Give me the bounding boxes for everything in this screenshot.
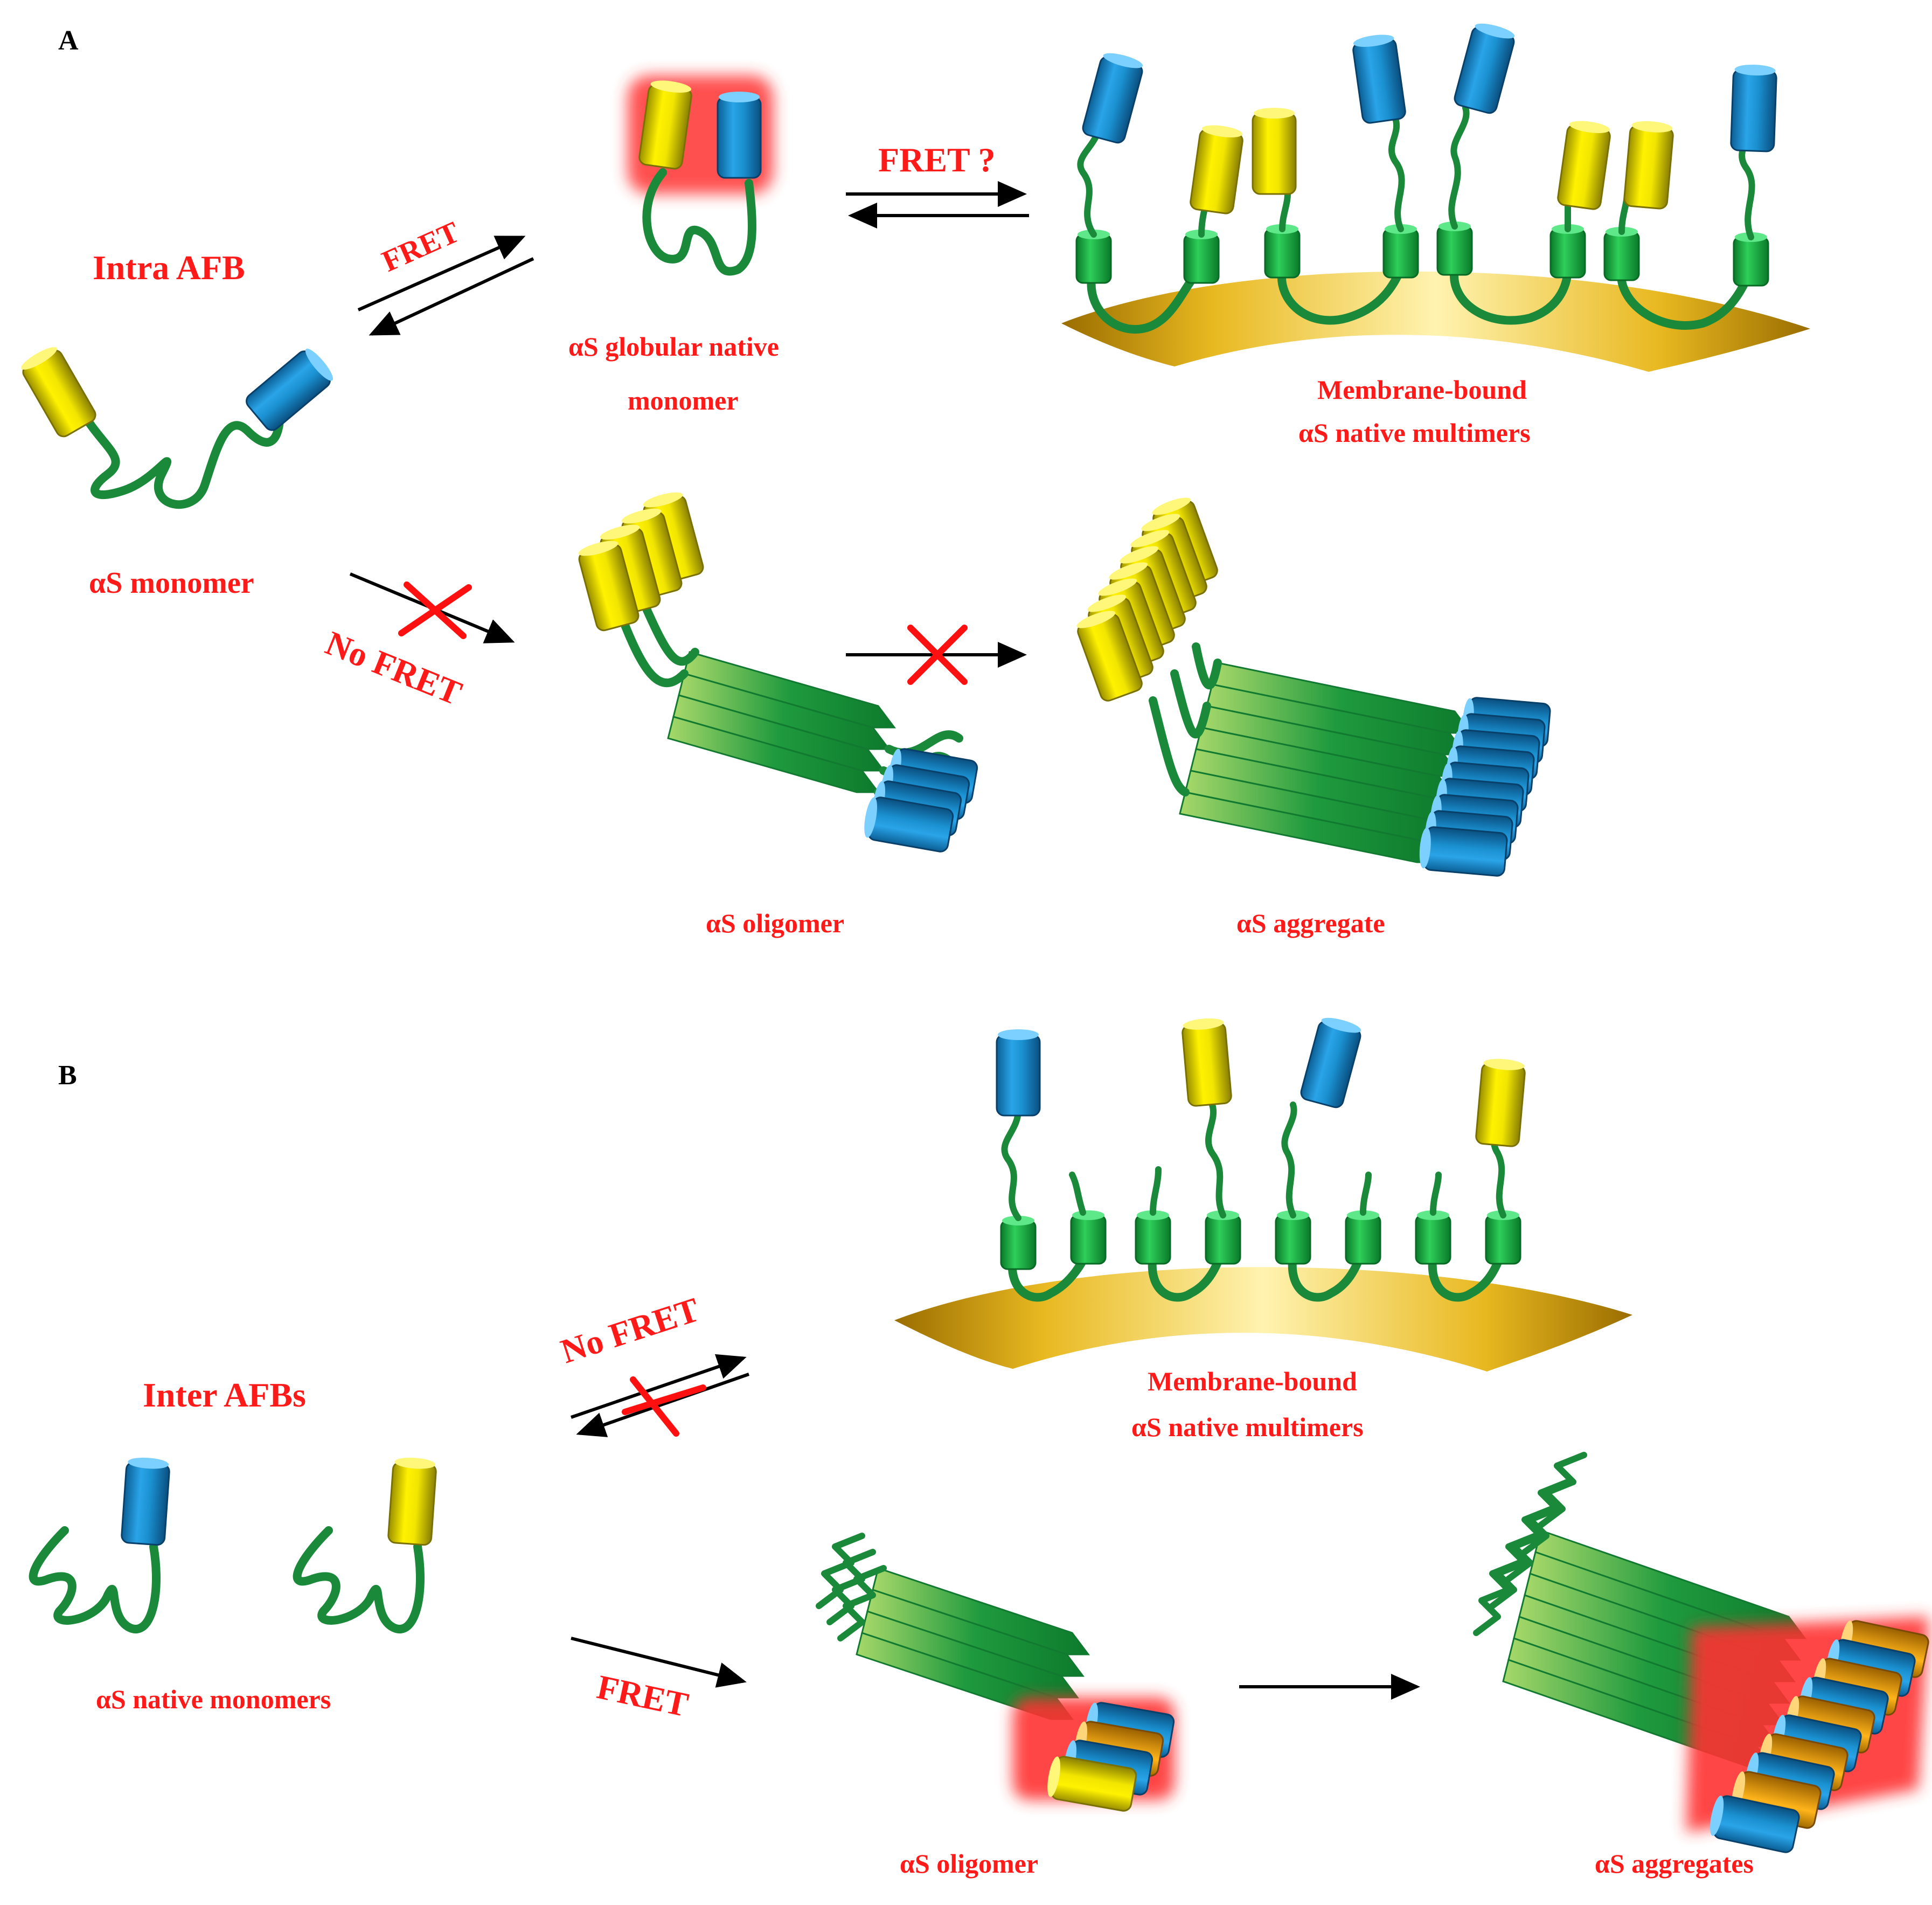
cross-icon <box>907 625 968 685</box>
membrane-b-label-2: αS native multimers <box>1131 1412 1364 1442</box>
panel-a-letter: A <box>58 25 79 56</box>
oligomer-b-graphic <box>816 1533 1176 1813</box>
membrane-b-label-1: Membrane-bound <box>1148 1366 1357 1396</box>
inter-afbs-label: Inter AFBs <box>143 1376 306 1414</box>
membrane-a-label-2: αS native multimers <box>1298 418 1531 448</box>
no-fret-label-b: No FRET <box>556 1290 704 1370</box>
blue-fluorophore-icon <box>242 344 338 434</box>
yellow-fluorophore-icon <box>575 488 706 633</box>
native-monomers-label: αS native monomers <box>96 1684 331 1714</box>
cross-icon <box>622 1376 706 1437</box>
as-monomer-label: αS monomer <box>89 566 254 600</box>
yellow-fluorophore-icon <box>387 1455 438 1547</box>
yellow-fluorophore-icon <box>1623 119 1675 210</box>
yellow-fluorophore-icon <box>1180 1016 1233 1107</box>
blue-fluorophore-icon <box>120 1455 171 1547</box>
yellow-fluorophore-icon <box>17 342 99 440</box>
blue-fluorophore-icon <box>996 1028 1041 1117</box>
no-fret-arrows-b <box>571 1354 749 1437</box>
fret-label-b: FRET <box>594 1667 692 1724</box>
no-fret-arrow-a <box>349 572 515 643</box>
blue-fluorophore-icon <box>1080 49 1146 146</box>
oligomer-b-label: αS oligomer <box>900 1848 1038 1879</box>
membrane-a-label-1: Membrane-bound <box>1317 375 1527 405</box>
no-fret-label-a: No FRET <box>321 624 467 712</box>
aggregate-a-label: αS aggregate <box>1236 908 1385 938</box>
native-monomers-graphic <box>29 1455 438 1633</box>
cross-icon <box>398 581 472 639</box>
aggregate-a-graphic <box>1073 493 1552 877</box>
blue-fluorophore-icon <box>860 746 979 854</box>
yellow-fluorophore-icon <box>1252 107 1297 195</box>
membrane-multimers-b <box>894 1014 1632 1371</box>
blue-fluorophore-icon <box>1452 19 1518 116</box>
fret-equilibrium-arrows-a <box>357 235 534 336</box>
blocked-arrow-oligomer-aggregate <box>846 625 1027 685</box>
fret-question-label: FRET ? <box>878 141 996 179</box>
oligomer-a-label: αS oligomer <box>706 908 844 938</box>
yellow-fluorophore-icon <box>1189 122 1245 216</box>
yellow-fluorophore-icon <box>1475 1056 1527 1148</box>
protein-chain-icon <box>642 168 756 276</box>
globular-monomer-label-2: monomer <box>628 385 739 415</box>
as-monomer-graphic <box>17 342 338 509</box>
membrane-multimers-a <box>1061 19 1810 372</box>
aggregates-b-label: αS aggregates <box>1595 1848 1754 1879</box>
blue-fluorophore-icon <box>717 91 762 179</box>
fret-question-arrows <box>846 181 1029 228</box>
blue-fluorophore-icon <box>1298 1014 1365 1110</box>
fret-arrow-b <box>571 1637 747 1688</box>
blue-fluorophore-icon <box>1351 31 1407 125</box>
intra-afb-label: Intra AFB <box>93 248 245 287</box>
globular-monomer-graphic <box>628 75 773 276</box>
panel-b-letter: B <box>58 1060 77 1091</box>
globular-monomer-label-1: αS globular native <box>568 331 779 362</box>
protein-chain-icon <box>77 405 284 509</box>
aggregates-b-graphic <box>1473 1452 1931 1855</box>
oligomer-a-graphic <box>575 488 979 854</box>
blue-fluorophore-icon <box>1729 63 1778 153</box>
membrane-icon <box>894 1267 1632 1371</box>
yellow-fluorophore-icon <box>1556 117 1613 211</box>
